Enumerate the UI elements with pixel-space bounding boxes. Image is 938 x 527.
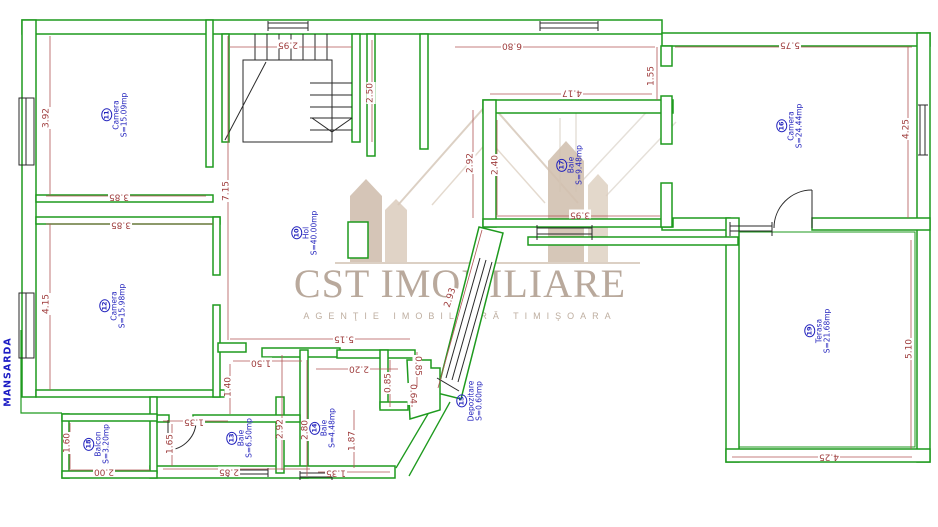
- room-label-balcon-18: 18 Balcon S=3.20mp: [83, 424, 111, 464]
- dimension-label: 1.65: [165, 432, 176, 456]
- room-label-hol: 10 Hol S=40.00mp: [291, 210, 319, 256]
- dimension-label: 3.85: [109, 219, 133, 230]
- room-label-baie-17: 17 Baie S=9.48mp: [556, 145, 584, 185]
- dimension-label: 3.85: [107, 191, 131, 202]
- room-area: S=15.98mp: [117, 283, 127, 329]
- window-symbols: [18, 21, 928, 480]
- dimension-label: 2.50: [365, 81, 376, 105]
- room-area: S=6.50mp: [244, 418, 254, 458]
- dimension-label: 3.92: [41, 106, 52, 130]
- dimension-label: 2.92: [465, 151, 476, 175]
- door-arc: [773, 189, 813, 229]
- ramp-hatch: [445, 257, 493, 383]
- dimension-label: 1.60: [62, 431, 73, 455]
- room-area: S=9.48mp: [574, 145, 584, 185]
- dimension-label: 1.50: [249, 357, 273, 368]
- dimension-label: 2.00: [92, 466, 116, 477]
- room-label-terasa-19: 19 Terasa S=21.68mp: [804, 308, 832, 354]
- dimension-label: 5.15: [332, 333, 356, 344]
- room-label-baie-13: 13 Baie S=6.50mp: [226, 418, 254, 458]
- dimension-label: 0.85: [412, 354, 423, 378]
- room-label-camera-16: 16 Camera S=24.44mp: [776, 103, 804, 149]
- dimension-label: 5.10: [904, 337, 915, 361]
- room-area: S=0.60mp: [474, 381, 484, 421]
- hol-column: [347, 221, 369, 259]
- dimension-label: 1.40: [223, 375, 234, 399]
- floor-name-label: MANSARDA: [2, 337, 14, 407]
- dimension-label: 2.95: [276, 39, 300, 50]
- room-label-depozitare-15: 15 Depozitare S=0.60mp: [456, 381, 484, 421]
- room-label-camera-12: 12 Camera S=15.98mp: [99, 283, 127, 329]
- staircase: [224, 34, 353, 143]
- dimension-label: 1.35: [324, 467, 348, 478]
- dimension-label: 1.35: [182, 416, 206, 427]
- room-area: S=15.09mp: [119, 92, 129, 138]
- dimension-label: 3.95: [568, 209, 592, 220]
- dimension-label: 5.75: [778, 39, 802, 50]
- dimension-label: 4.17: [560, 87, 584, 98]
- dimension-label: 4.15: [41, 292, 52, 316]
- depozitare-leader-line: [436, 377, 460, 392]
- room-area: S=21.68mp: [822, 308, 832, 354]
- dimension-label: 6.80: [500, 40, 524, 51]
- room-label-baie-14: 14 Baie S=4.48mp: [309, 408, 337, 448]
- dimension-label: 1.55: [646, 64, 657, 88]
- diagonal-ramp: [436, 226, 504, 400]
- dimension-label: 1.87: [347, 429, 358, 453]
- room-area: S=24.44mp: [794, 103, 804, 149]
- room-area: S=4.48mp: [327, 408, 337, 448]
- dimension-label: 2.85: [217, 466, 241, 477]
- dimension-label: 4.25: [817, 451, 841, 462]
- room-area: S=3.20mp: [101, 424, 111, 464]
- dimension-label: 4.25: [901, 117, 912, 141]
- watermark-logo-icon: [335, 100, 677, 264]
- room-area: S=40.00mp: [309, 210, 319, 256]
- room-label-camera-11: 11 Camera S=15.09mp: [101, 92, 129, 138]
- dimension-label: 2.40: [490, 153, 501, 177]
- dimension-label: 7.15: [221, 179, 232, 203]
- dimension-label: 2.92: [275, 417, 286, 441]
- dimension-label: 0.64: [407, 382, 418, 406]
- dimension-label: 2.20: [347, 363, 371, 374]
- dimension-label: 0.85: [383, 371, 394, 395]
